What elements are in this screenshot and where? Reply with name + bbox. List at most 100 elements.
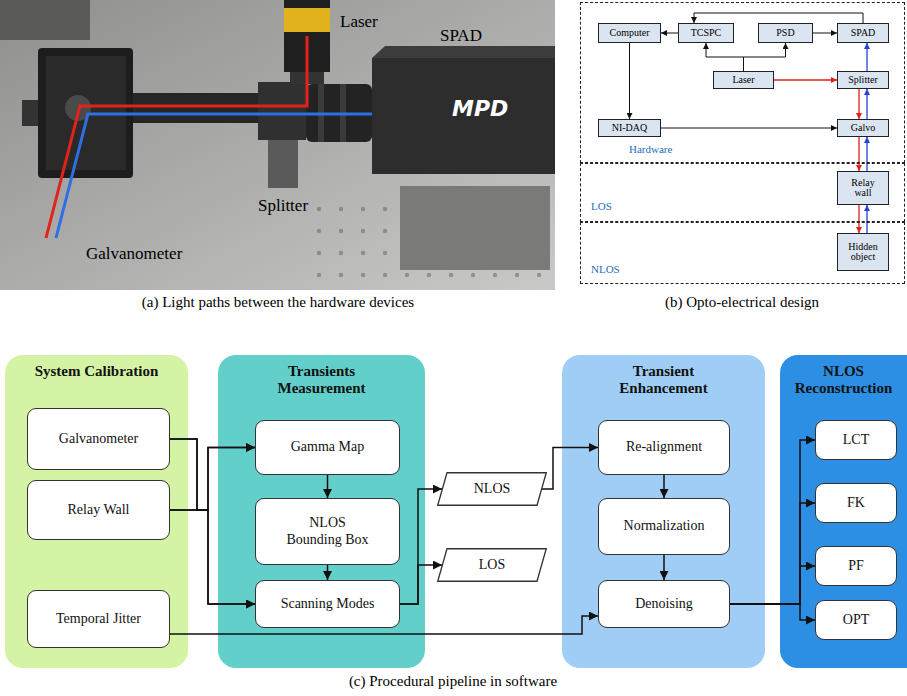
connector-arrow xyxy=(327,475,329,498)
connector-arrow xyxy=(327,565,329,580)
spad-body xyxy=(372,58,555,174)
box-label: LOS xyxy=(479,557,505,573)
galvanometer-knob xyxy=(22,100,40,126)
subfigure-caption: (a) Light paths between the hardware dev… xyxy=(142,294,414,311)
device-box: NI-DAQ xyxy=(598,119,661,137)
connector-arrow xyxy=(730,604,815,620)
box-label: Gamma Map xyxy=(291,439,364,456)
zone-label: LOS xyxy=(591,200,612,212)
panel-ground xyxy=(562,355,765,668)
connector-arrow xyxy=(706,43,744,71)
box-label: OPT xyxy=(843,612,869,629)
connector-arrow xyxy=(400,489,442,604)
box-label: Galvo xyxy=(851,123,875,134)
box-label: TCSPC xyxy=(691,28,722,39)
connector-arrow xyxy=(866,89,867,119)
stage-panel: GalvanometerRelay WallTemporal Jitter Sys… xyxy=(5,355,188,668)
connector-arrow xyxy=(170,448,255,511)
connector-arrow xyxy=(858,137,859,171)
box-label: PSD xyxy=(776,28,794,39)
panel-title: NLOS Reconstruction xyxy=(788,363,900,398)
connector-arrow xyxy=(813,33,837,34)
process-box: FK xyxy=(815,483,897,523)
parallelogram-shape xyxy=(438,473,547,506)
process-box: PF xyxy=(815,546,897,586)
parallelogram-shape xyxy=(438,549,547,582)
part-label: Galvanometer xyxy=(86,244,182,264)
panel-title: Transients Measurement xyxy=(257,363,387,398)
subfigure-caption: (c) Procedural pipeline in software xyxy=(349,673,557,690)
connector-arrow xyxy=(866,205,867,233)
connector-arrow xyxy=(663,555,665,580)
process-box: Normalization xyxy=(598,498,730,555)
data-parallelogram: NLOS xyxy=(437,472,547,506)
zone-box: Relay wallLOS xyxy=(580,163,905,222)
connector-arrow xyxy=(170,510,255,604)
subfigure-caption: (b) Opto-electrical design xyxy=(665,294,819,311)
panel-title: System Calibration xyxy=(32,363,162,380)
spad-top-face xyxy=(372,46,555,58)
connector-arrow xyxy=(866,43,867,71)
panel-ground xyxy=(218,355,425,668)
device-box: SPAD xyxy=(837,23,889,43)
stage-panel: Re-alignmentNormalizationDenoisingTransi… xyxy=(562,355,765,668)
box-label: Relay Wall xyxy=(68,502,130,519)
box-label: Splitter xyxy=(848,75,877,86)
connector-arrow xyxy=(542,448,598,490)
box-label: Relay wall xyxy=(847,178,879,199)
photo-ground xyxy=(0,0,555,290)
connector-arrow xyxy=(170,439,255,510)
process-box: Denoising xyxy=(598,580,730,628)
part-label: Splitter xyxy=(258,196,308,216)
device-box: PSD xyxy=(758,23,813,43)
box-label: Re-alignment xyxy=(626,439,702,456)
stage-panel: LCT FK PF OPT NLOS Reconstruction xyxy=(780,355,907,668)
part-label: Laser xyxy=(340,12,378,32)
zone-label: NLOS xyxy=(591,263,620,275)
box-label: Hidden object xyxy=(843,242,883,263)
process-box: Relay Wall xyxy=(27,480,170,540)
splitter-cube xyxy=(258,82,306,140)
device-box: Laser xyxy=(713,71,774,89)
connector-arrow xyxy=(744,43,786,71)
connector-arrow xyxy=(661,33,678,34)
background-instrument xyxy=(0,0,90,40)
box-label: FK xyxy=(847,495,865,512)
connector-arrow xyxy=(694,13,863,23)
device-box: Hidden object xyxy=(837,233,889,271)
lens-tube xyxy=(133,93,258,123)
connector-arrow xyxy=(730,440,815,604)
connector-arrow xyxy=(730,503,815,604)
box-label: NI-DAQ xyxy=(612,123,648,134)
panel-ground xyxy=(5,355,188,668)
process-box: Re-alignment xyxy=(598,420,730,475)
connector-arrow xyxy=(170,439,255,604)
device-box: Galvo xyxy=(837,119,889,137)
connector-arrow xyxy=(774,79,837,80)
connector-arrow xyxy=(866,137,867,171)
box-label: Normalization xyxy=(624,518,705,535)
connector-arrow xyxy=(730,566,815,604)
box-label: Scanning Modes xyxy=(281,596,375,613)
process-box: OPT xyxy=(815,600,897,640)
process-box: NLOS Bounding Box xyxy=(255,498,400,565)
device-box: TCSPC xyxy=(678,23,734,43)
process-box: Gamma Map xyxy=(255,420,400,475)
box-label: PF xyxy=(848,558,864,575)
connector-arrow xyxy=(661,128,837,129)
connector-arrow xyxy=(663,475,665,498)
box-label: Denoising xyxy=(635,596,693,613)
brand-logo: MPD xyxy=(452,96,508,121)
process-box: LCT xyxy=(815,420,897,460)
splitter-post xyxy=(268,140,298,188)
stage-mount xyxy=(400,186,550,270)
connector-arrow xyxy=(629,43,630,119)
process-box: Scanning Modes xyxy=(255,580,400,628)
data-parallelogram: LOS xyxy=(437,548,547,582)
box-label: Galvanometer xyxy=(59,431,138,448)
laser-ring xyxy=(284,8,330,32)
process-box: Temporal Jitter xyxy=(27,590,170,648)
return-beam xyxy=(56,114,372,238)
zone-box: ComputerTCSPCPSDSPADLaserSplitterNI-DAQG… xyxy=(580,2,905,163)
box-label: NLOS Bounding Box xyxy=(280,515,375,549)
